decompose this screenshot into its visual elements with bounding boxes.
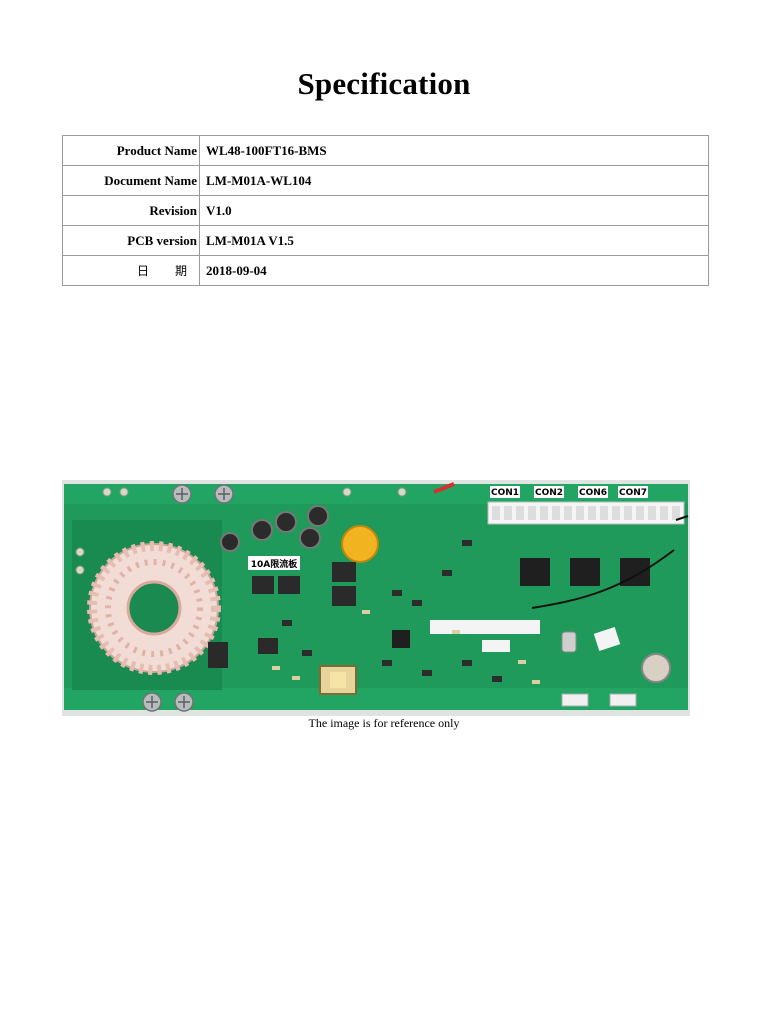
row-label: Document Name <box>62 165 200 196</box>
table-row: PCB version LM-M01A V1.5 <box>62 225 709 256</box>
table-row: Document Name LM-M01A-WL104 <box>62 165 709 196</box>
pcb-board-illustration: 10A限流板 <box>62 480 690 716</box>
row-value: 2018-09-04 <box>199 255 709 286</box>
label-10a: 10A限流板 <box>251 558 298 570</box>
row-value: LM-M01A V1.5 <box>199 225 709 256</box>
buzzer <box>641 653 671 683</box>
capacitors <box>220 505 329 552</box>
table-row: Product Name WL48-100FT16-BMS <box>62 135 709 166</box>
connector-label: CON1 <box>491 488 519 498</box>
table-row: Revision V1.0 <box>62 195 709 226</box>
pcb-photo: 10A限流板 <box>62 480 690 716</box>
connector-header <box>487 501 685 525</box>
image-caption: The image is for reference only <box>308 716 460 730</box>
connector-label: CON7 <box>619 488 647 498</box>
label-10a-box <box>248 556 300 570</box>
toroid-inductor <box>87 541 221 675</box>
row-label: Product Name <box>62 135 200 166</box>
connector-label: CON2 <box>535 488 563 498</box>
spec-table: Product Name WL48-100FT16-BMS Document N… <box>62 135 709 286</box>
row-label: Revision <box>62 195 200 226</box>
row-label: 日期 <box>62 255 200 286</box>
row-value: WL48-100FT16-BMS <box>199 135 709 166</box>
connector-label: CON6 <box>579 488 607 498</box>
page-title: Specification <box>297 66 471 101</box>
table-row: 日期 2018-09-04 <box>62 255 709 286</box>
row-value: LM-M01A-WL104 <box>199 165 709 196</box>
row-label: PCB version <box>62 225 200 256</box>
row-value: V1.0 <box>199 195 709 226</box>
varistor <box>341 525 379 563</box>
